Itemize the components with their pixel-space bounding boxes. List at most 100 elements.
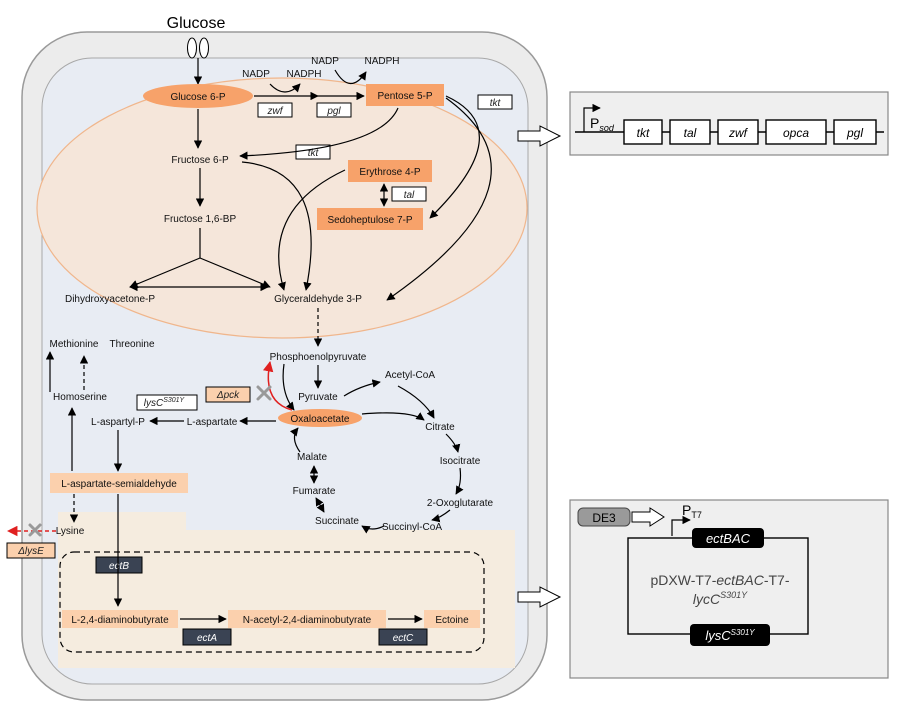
lyse-deletion-box [6, 542, 56, 559]
lysine-label: Lysine [56, 526, 85, 537]
p5p-to-s7p-arrow [429, 95, 480, 219]
dhap-label: Dihydroxyacetone-P [65, 294, 155, 305]
oxoglutarate-label: 2-Oxoglutarate [427, 498, 494, 509]
nadp-curve-2 [334, 69, 367, 85]
tkt-gene-label-1: tkt [490, 98, 502, 109]
pck-deletion-label: Δpck [216, 390, 240, 401]
plasmid-panel [569, 499, 889, 679]
zwf-gene-box [257, 102, 293, 118]
glucose-label: Glucose [167, 15, 226, 32]
de3-box [577, 507, 631, 527]
operon-gene-box [833, 119, 877, 145]
p5p-to-g3p-arrow [386, 97, 492, 301]
split-to-dhap-arrow [129, 257, 201, 288]
ecta-gene-box [182, 628, 232, 646]
ectbac-box [692, 528, 764, 548]
pentose-phosphate-zone [36, 77, 528, 339]
operon-gene-box [669, 119, 711, 145]
ectoine-operon-box [59, 551, 485, 653]
zwf-gene-label: zwf [267, 106, 284, 117]
g3p-label: Glyceraldehyde 3-P [274, 294, 362, 305]
succinate-label: Succinate [315, 516, 359, 527]
operon-gene-box [717, 119, 759, 145]
nadp-curve-1 [269, 83, 301, 93]
pgl-gene-box [316, 102, 352, 118]
ecta-gene-label: ectA [197, 633, 217, 644]
operon-gene-box [765, 119, 827, 145]
lasa-label: L-aspartate-semialdehyde [61, 479, 177, 490]
ectc-gene-box [378, 628, 428, 646]
operon-gene-label: zwf [728, 126, 749, 140]
e4p-to-g3p-arrow [277, 169, 346, 291]
oxaloacetate-node [278, 409, 362, 427]
ectoine-module-zone [58, 512, 515, 668]
operon-gene-label: opca [783, 126, 809, 140]
citrate-label: Citrate [425, 422, 455, 433]
nadp-label-1: NADP [242, 69, 270, 80]
lysc-gene-box [136, 394, 198, 411]
pentose5p-node [366, 84, 444, 106]
transporter-left [187, 37, 197, 59]
operon-genes: tkt tal zwf opca pgl [623, 119, 877, 145]
malate-label: Malate [297, 452, 327, 463]
lysc-plasmid-label: lysCS301Y [705, 628, 755, 643]
plasmid-name-line1: pDXW-T7-ectBAC-T7- [651, 572, 790, 588]
lyse-deletion-label: ΔlysE [17, 546, 44, 557]
operon-gene-label: tal [684, 126, 697, 140]
sod-promoter-arrow [583, 103, 601, 132]
t7-promoter-arrow [671, 515, 691, 536]
split-to-g3p-arrow [199, 257, 271, 288]
laspartate-label: L-aspartate [187, 417, 238, 428]
tkt-gene-box-1 [477, 94, 513, 110]
operon-gene-label: pgl [846, 126, 863, 140]
laspartylp-label: L-aspartyl-P [91, 417, 145, 428]
erythrose4p-label: Erythrose 4-P [359, 167, 420, 178]
lyse-block-cross-icon [28, 523, 42, 537]
pyruvate-to-acetylcoa-arrow [343, 379, 381, 397]
nadab-label: N-acetyl-2,4-diaminobutyrate [243, 615, 372, 626]
acetylcoa-to-citrate-arrow [397, 385, 435, 419]
pyruvate-label: Pyruvate [298, 392, 338, 403]
oaa-to-citrate-arrow [361, 412, 425, 421]
f6p-to-g3p-arrow [241, 161, 312, 291]
ectb-gene-label: ectB [109, 561, 129, 572]
nadph-label-1: NADPH [286, 69, 321, 80]
isocitrate-label: Isocitrate [440, 456, 481, 467]
fumarate-label: Fumarate [293, 486, 336, 497]
lasa-node [50, 473, 188, 493]
pgl-gene-label: pgl [326, 106, 341, 117]
sedoheptulose7p-node [317, 208, 423, 230]
pep-to-oaa-arrow [282, 363, 295, 411]
fructose16bp-label: Fructose 1,6-BP [164, 214, 237, 225]
tkt-gene-label-2: tkt [308, 148, 320, 159]
acetylcoa-label: Acetyl-CoA [385, 370, 435, 381]
oxoglutarate-to-succinylcoa-arrow [431, 509, 451, 523]
pathway-arrows [45, 69, 492, 624]
pck-block-cross-icon [256, 385, 272, 401]
glucose6p-label: Glucose 6-P [170, 92, 225, 103]
ectb-gene-box [95, 556, 143, 574]
fructose6p-label: Fructose 6-P [171, 155, 229, 166]
pck-deletion-box [205, 386, 251, 403]
p5p-to-f6p-arrow [239, 107, 399, 160]
tal-gene-label: tal [404, 190, 415, 201]
sedoheptulose7p-label: Sedoheptulose 7-P [327, 215, 412, 226]
dab-node [62, 610, 178, 628]
de3-label: DE3 [592, 511, 616, 525]
ectoine-node [424, 610, 480, 628]
to-plasmid-panel-arrow [517, 586, 562, 608]
lysc-gene-label: lysCS301Y [144, 397, 186, 409]
threonine-label: Threonine [109, 339, 154, 350]
citrate-to-isocitrate-arrow [445, 433, 461, 453]
dab-label: L-2,4-diaminobutyrate [71, 615, 169, 626]
ectc-gene-label: ectC [393, 633, 414, 644]
de3-activates-arrow [631, 507, 665, 527]
nadab-node [228, 610, 386, 628]
sod-promoter-label: Psod [590, 115, 615, 133]
isocitrate-to-oxoglutarate-arrow [455, 467, 464, 495]
methionine-label: Methionine [50, 339, 99, 350]
operon-gene-label: tkt [637, 126, 650, 140]
ectbac-label: ectBAC [706, 531, 751, 546]
pck-reverse-arrow [263, 360, 293, 411]
